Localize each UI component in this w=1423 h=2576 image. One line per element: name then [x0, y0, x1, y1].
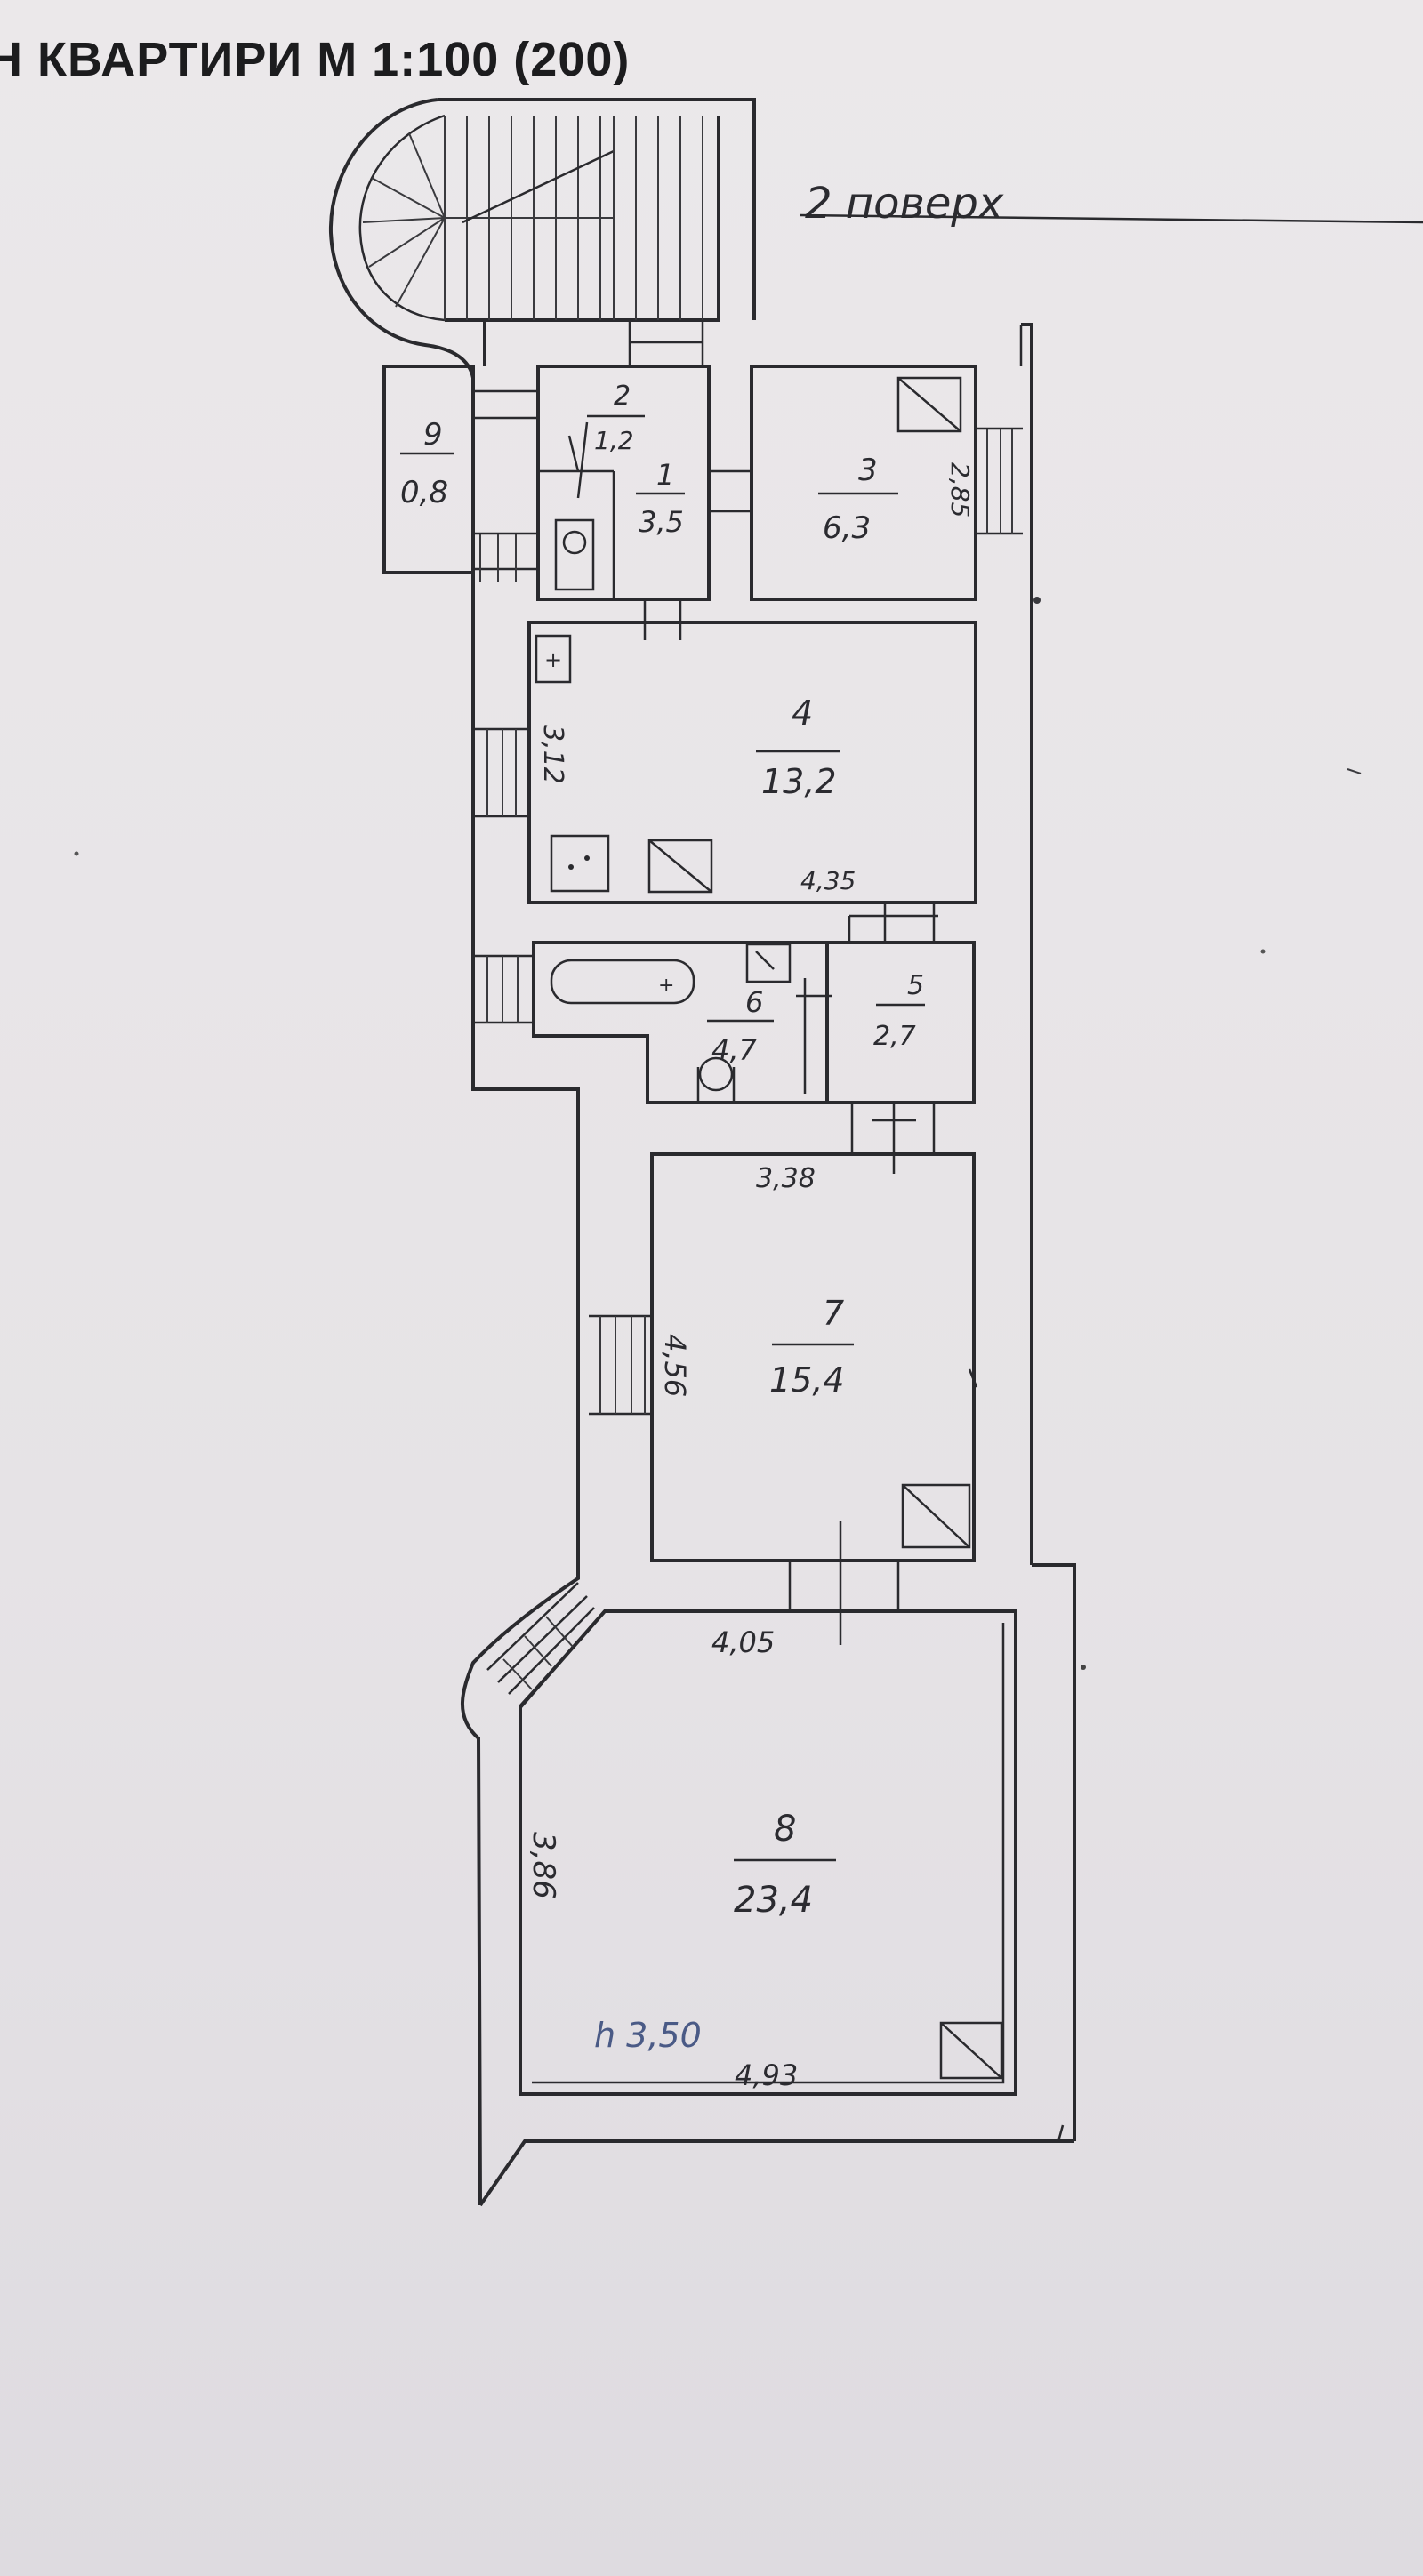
- dim-room4-width: 4,35: [800, 866, 856, 895]
- floor-note: 2 поверх: [805, 179, 1004, 229]
- dim-room7-side: 4,56: [658, 1334, 692, 1397]
- room-2-number: 2: [614, 381, 631, 412]
- svg-text:+: +: [544, 647, 562, 672]
- room-6-number: 6: [745, 985, 763, 1019]
- room-1-and-2: 2 1,2 1 3,5: [536, 365, 752, 640]
- room-4-area: 13,2: [761, 762, 837, 801]
- room-7-area: 15,4: [769, 1360, 845, 1400]
- room-7: 3,38 7 15,4 4,56: [589, 1152, 978, 1645]
- room-3-number: 3: [858, 453, 878, 488]
- room-8-number: 8: [774, 1809, 796, 1850]
- room-3: 3 6,3 2,85: [750, 365, 1023, 601]
- room-2-area: 1,2: [594, 426, 634, 455]
- dim-room8-side: 3,86: [526, 1832, 561, 1899]
- room-6-area: 4,7: [712, 1033, 758, 1067]
- outer-walls: [460, 320, 1076, 2207]
- room-9-number: 9: [423, 417, 443, 453]
- bathtub-icon: [550, 959, 695, 1005]
- room-1-number: 1: [656, 458, 674, 492]
- dim-room4-side: 3,12: [537, 725, 568, 784]
- vent-icon: [647, 839, 713, 894]
- washbasin-icon: [745, 943, 792, 983]
- wc-bowl-icon: [698, 1056, 734, 1092]
- plan-title: Н КВАРТИРИ М 1:100 (200): [0, 33, 631, 86]
- dim-room8-top: 4,05: [712, 1625, 775, 1659]
- room-6: + 6 4,7: [473, 941, 832, 1104]
- stove-icon: [896, 376, 962, 433]
- room-5: 5 2,7: [825, 914, 976, 1174]
- room-3-area: 6,3: [823, 510, 871, 546]
- dim-room8-bottom: 4,93: [735, 2058, 798, 2092]
- room-5-number: 5: [907, 970, 924, 1001]
- sink-icon: [535, 634, 572, 684]
- toilet-icon: [562, 530, 587, 555]
- room-5-area: 2,7: [873, 1021, 916, 1052]
- cooker-icon: [550, 834, 610, 893]
- room-4-number: 4: [792, 694, 813, 733]
- room-7-number: 7: [823, 1294, 844, 1333]
- room-8-area: 23,4: [734, 1880, 813, 1921]
- room-1-area: 3,5: [639, 505, 684, 539]
- room-9-area: 0,8: [400, 475, 448, 510]
- dim-room3-side: 2,85: [945, 462, 975, 518]
- dim-room7-width: 3,38: [756, 1163, 816, 1194]
- ceiling-height: h 3,50: [594, 2016, 702, 2055]
- room-8: 4,05 8 23,4 3,86 h 3,50 4,93: [486, 1582, 1017, 2096]
- floor-note-underline: [800, 213, 1423, 224]
- stove-icon-room8: [939, 2021, 1003, 2080]
- stove-icon-room7: [901, 1483, 971, 1549]
- room-4: + 4 13,2 3,12 4,35: [473, 621, 977, 943]
- svg-text:+: +: [658, 975, 674, 997]
- stairwell: [328, 98, 756, 379]
- room-9: 9 0,8: [382, 365, 538, 582]
